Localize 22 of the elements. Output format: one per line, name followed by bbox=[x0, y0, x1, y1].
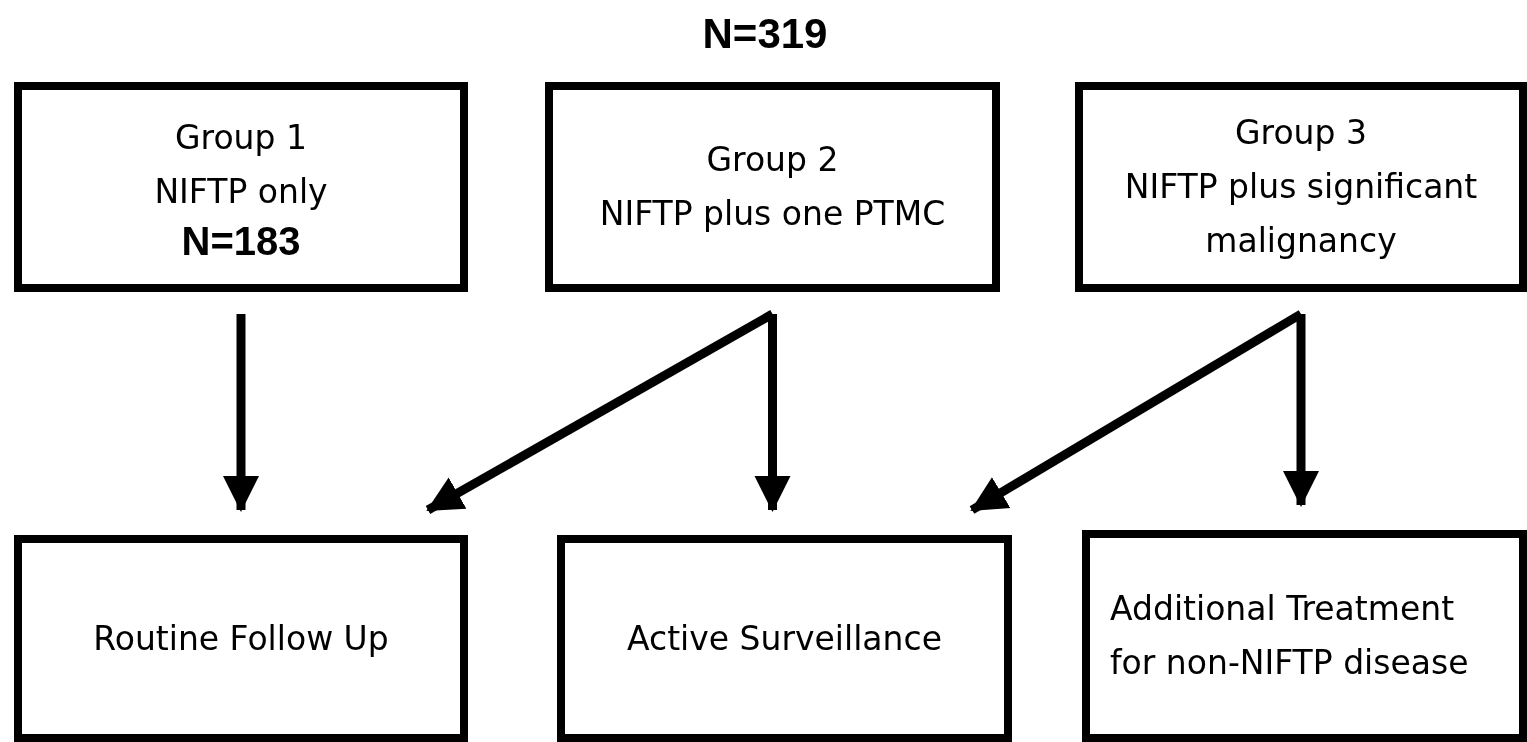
box-text: Group 2 bbox=[706, 139, 839, 181]
box-text: Additional Treatment for non-NIFTP disease bbox=[1110, 588, 1470, 684]
diagram-title: N=319 bbox=[701, 9, 829, 59]
arrow bbox=[223, 314, 259, 512]
box-text: Routine Follow Up bbox=[93, 617, 389, 660]
process-box bbox=[14, 82, 468, 292]
box-text: NIFTP plus one PTMC bbox=[599, 193, 946, 235]
box-text: Active Surveillance bbox=[627, 617, 942, 660]
process-box bbox=[1075, 82, 1527, 292]
arrow bbox=[425, 310, 775, 514]
arrow bbox=[754, 314, 791, 512]
box-text: NIFTP only bbox=[154, 171, 328, 213]
box-text: Group 1 bbox=[175, 117, 307, 159]
box-text: NIFTP plus significant malignancy bbox=[1123, 166, 1479, 262]
arrow bbox=[969, 310, 1304, 514]
process-box bbox=[545, 82, 1000, 292]
process-box bbox=[557, 535, 1012, 742]
process-box bbox=[1082, 530, 1527, 742]
arrow bbox=[1283, 314, 1319, 507]
process-box bbox=[14, 535, 468, 742]
box-text: N=183 bbox=[181, 219, 301, 263]
box-text: Group 3 bbox=[1235, 112, 1367, 154]
